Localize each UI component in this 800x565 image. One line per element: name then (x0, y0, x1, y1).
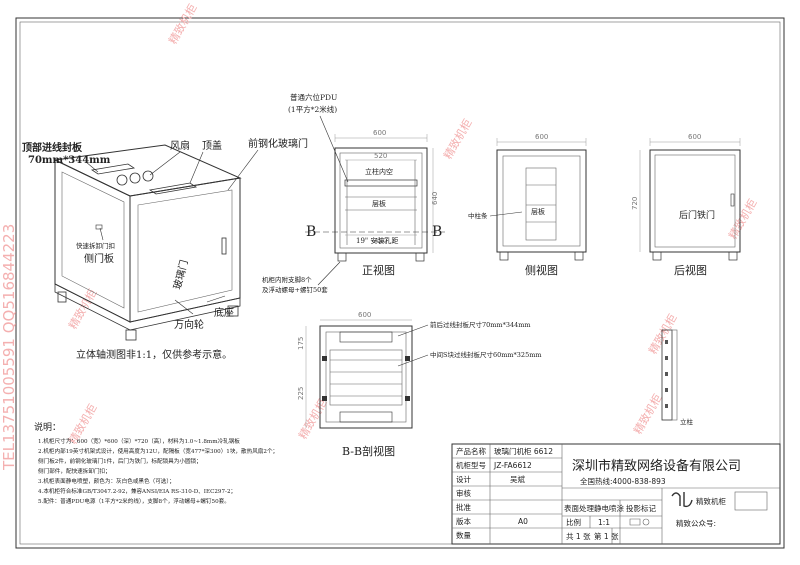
tb-key: 数量 (456, 530, 471, 540)
notes-line: 5.配件：普通PDU电源（1平方*2米的线），支脚8个，浮动螺母+螺钉50套。 (38, 497, 230, 505)
label-fan: 风扇 (170, 139, 190, 152)
section-dim-h2: 225 (297, 387, 305, 400)
section-note-1: 前后过线封板尺寸70mm*344mm (430, 320, 531, 329)
section-view (305, 319, 429, 429)
leader-pdu (319, 115, 349, 183)
notes-line: 1.机柜尺寸为：600（宽）*600（深）*720（高），材料为1.0~1.8m… (38, 437, 240, 445)
watermark-brand: 精致机柜 (630, 391, 664, 436)
watermark-brand: 精致机柜 (165, 1, 199, 46)
front-view (305, 134, 445, 262)
iso-caption: 立体轴测图非1:1，仅供参考示意。 (76, 348, 232, 361)
tb-key: 产品名称 (456, 446, 486, 456)
tb-value: 吴斌 (510, 474, 525, 484)
wechat-label: 精致公众号: (676, 518, 716, 528)
logo-text: 精致机柜 (696, 496, 726, 506)
company-name: 深圳市精致网络设备有限公司 (572, 458, 741, 474)
logo-icon (671, 492, 693, 508)
front-view-title: 正视图 (362, 263, 395, 277)
column-detail (661, 329, 678, 421)
side-dim-width: 600 (535, 133, 548, 141)
side-label-mid-column: 中柱条 (468, 211, 488, 220)
front-label-rack-spacing: 19" 安装孔距 (356, 236, 398, 245)
watermark-brand: 精致机柜 (295, 396, 329, 441)
front-label-column-space: 立柱内空 (365, 167, 393, 176)
watermark-phone: TEL13751005591 QQ516844223 (0, 224, 18, 471)
tb-key: 批准 (456, 502, 471, 512)
tb-key: 设计 (456, 474, 471, 484)
sheet-inner-border (19, 21, 781, 545)
notes-line: 2.机柜内部19英寸机架式设计，使用高度为12U，配隔板（宽477*深300）1… (38, 447, 278, 455)
section-mark-right: B (432, 224, 442, 240)
front-label-pdu-spec: (1平方*2米线) (288, 104, 337, 114)
hotline: 全国热线:4000-838-893 (580, 476, 666, 486)
rear-view-title: 后视图 (674, 263, 707, 277)
label-front-glass-door: 前钢化玻璃门 (248, 137, 308, 150)
rear-view (639, 138, 741, 261)
isometric-view (53, 144, 242, 341)
front-label-pdu: 普通六位PDU (290, 92, 337, 102)
projection-label: 投影标记 (626, 503, 656, 513)
tb-key: 审核 (456, 488, 471, 498)
watermark-brand: 精致机柜 (725, 196, 759, 241)
rear-dim-width: 600 (688, 133, 701, 141)
leader-screw (317, 261, 341, 286)
watermark-brand: 精致机柜 (440, 116, 474, 161)
title-block (451, 443, 781, 545)
label-base: 底座 (214, 306, 234, 319)
section-note-2: 中间S块过线封板尺寸60mm*325mm (430, 350, 542, 359)
iso-leaders (85, 149, 259, 315)
watermark-brand: 精致机柜 (65, 286, 99, 331)
column-label: 立柱 (680, 417, 694, 426)
tb-value: JZ-FA6612 (493, 461, 532, 470)
front-label-screw-note: 机柜内附支脚8个 (262, 275, 312, 284)
front-label-screw-note2: 及浮动螺母+螺钉50套 (262, 285, 328, 294)
label-top-cover: 顶盖 (202, 139, 222, 152)
notes-line: 4.本机柜符合标准GB/T3047.2-92，兼容ANSI/EIA RS-310… (38, 487, 236, 495)
sheet-number: 第 1 张 (594, 531, 619, 541)
side-label-shelf: 层板 (531, 207, 545, 216)
sheet-border (15, 17, 785, 549)
section-dim-h1: 175 (297, 337, 305, 350)
watermark-brand: 精致机柜 (645, 311, 679, 356)
label-top-cable-size: 70mm*344mm (28, 155, 111, 166)
side-view-title: 侧视图 (525, 263, 558, 277)
scale-value: 1:1 (598, 518, 610, 527)
section-dim-width: 600 (358, 311, 371, 319)
label-side-lock: 快速拆卸门扣 (76, 241, 115, 250)
front-dim-height: 640 (431, 192, 439, 205)
tb-value: 玻璃门机柜 6612 (494, 446, 553, 456)
rear-dim-height: 720 (631, 197, 639, 210)
front-label-shelf: 层板 (372, 199, 386, 208)
front-dim-width2: 450 (374, 237, 387, 245)
tb-value: A0 (518, 517, 528, 526)
label-glass-door: 玻璃门 (170, 258, 190, 290)
section-view-title: B-B剖视图 (342, 444, 395, 458)
notes-line: 侧门板2件，前钢化玻璃门1件，后门为铁门，标配锁具为小圆锁； (38, 457, 202, 465)
sheet-count: 共 1 张 (566, 532, 591, 541)
rear-label-rear-door: 后门铁门 (679, 209, 715, 221)
label-side-panel: 侧门板 (84, 252, 114, 265)
front-dim-width: 600 (373, 129, 386, 137)
label-caster: 万向轮 (174, 318, 204, 331)
tb-key: 机柜型号 (456, 460, 486, 470)
front-dim-inner: 520 (374, 152, 387, 160)
scale-key: 比例 (566, 517, 581, 527)
label-top-cable-plate: 顶部进线封板 (22, 141, 83, 154)
finish-value: 静电喷涂 (594, 503, 624, 513)
finish-key: 表面处理: (564, 503, 597, 513)
tb-key: 版本 (456, 516, 471, 526)
notes-line: 3.机柜表面静电喷塑，颜色为：灰白色或黑色（可选）； (38, 477, 175, 485)
section-mark-left: B (306, 224, 316, 240)
side-view (489, 138, 587, 261)
notes-heading: 说明： (34, 421, 61, 433)
notes-line: 侧门部件，配快速拆卸门扣； (38, 467, 111, 475)
